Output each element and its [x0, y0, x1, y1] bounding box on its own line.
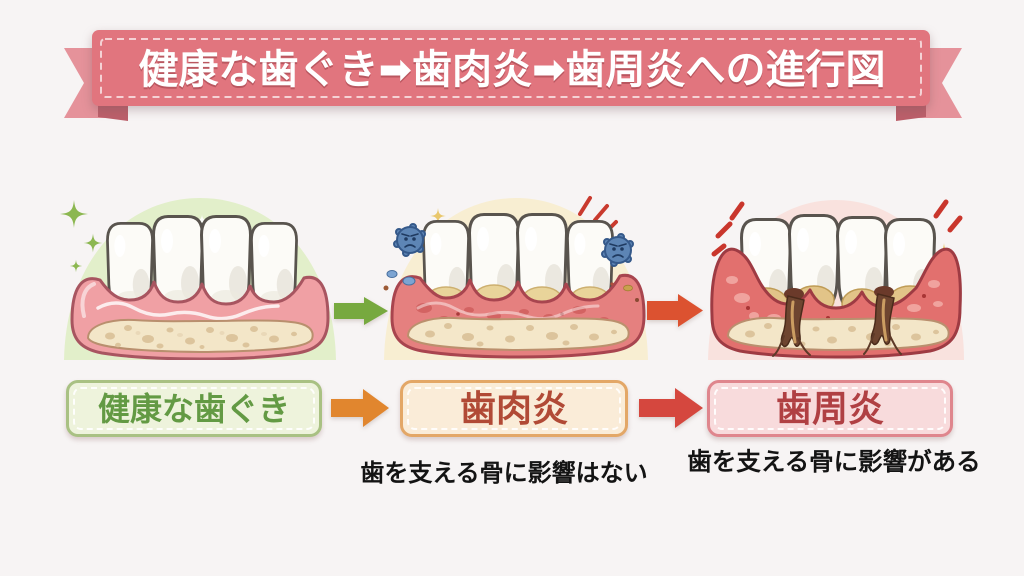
emphasis-marks-icon — [711, 199, 963, 257]
page-title-shadow: 健康な歯ぐき➡歯肉炎➡歯周炎への進行図 — [138, 50, 885, 94]
arrow-right-icon — [331, 389, 389, 427]
stage-label-gingivitis: 歯肉炎 — [400, 380, 628, 437]
bone — [86, 318, 314, 354]
stage-label-text: 歯周炎 — [775, 387, 884, 429]
stage-label-text: 歯肉炎 — [459, 387, 568, 429]
arrow-right-icon — [647, 294, 703, 327]
arrow-right-icon — [334, 297, 388, 325]
bacteria-droplets — [383, 270, 639, 302]
ribbon-fold-right — [896, 104, 926, 121]
gum-highlight-wave — [416, 301, 600, 321]
stage-label-text: 健康な歯ぐき — [97, 390, 290, 427]
caption-periodontitis-bone-effect: 歯を支える骨に影響がある — [687, 449, 981, 476]
ribbon-band — [92, 30, 930, 106]
caption-gingivitis-bone-effect: 歯を支える骨に影響はない — [360, 460, 648, 487]
ribbon-fold-left — [98, 104, 128, 121]
title-ribbon: 健康な歯ぐき➡歯肉炎➡歯周炎への進行図 健康な歯ぐき➡歯肉炎➡歯周炎への進行図 — [64, 30, 962, 121]
arrow-right-icon — [639, 388, 703, 428]
decay-pockets — [772, 286, 902, 357]
ribbon-stitching — [100, 38, 922, 98]
bacteria-icon — [601, 233, 634, 267]
gum-highlight-wave — [96, 301, 280, 321]
stage-label-healthy-gums: 健康な歯ぐき — [66, 380, 322, 437]
healthy-gums-illustration — [60, 198, 336, 360]
bacteria-icon — [393, 223, 426, 257]
stage-label-periodontitis: 歯周炎 — [707, 380, 953, 437]
bone — [406, 316, 630, 352]
periodontitis-illustration — [708, 199, 964, 360]
gingivitis-illustration — [383, 196, 648, 360]
gum-highlight-rim — [80, 282, 96, 318]
page-title: 健康な歯ぐき➡歯肉炎➡歯周炎への進行図 — [138, 48, 885, 92]
bone — [726, 316, 950, 352]
